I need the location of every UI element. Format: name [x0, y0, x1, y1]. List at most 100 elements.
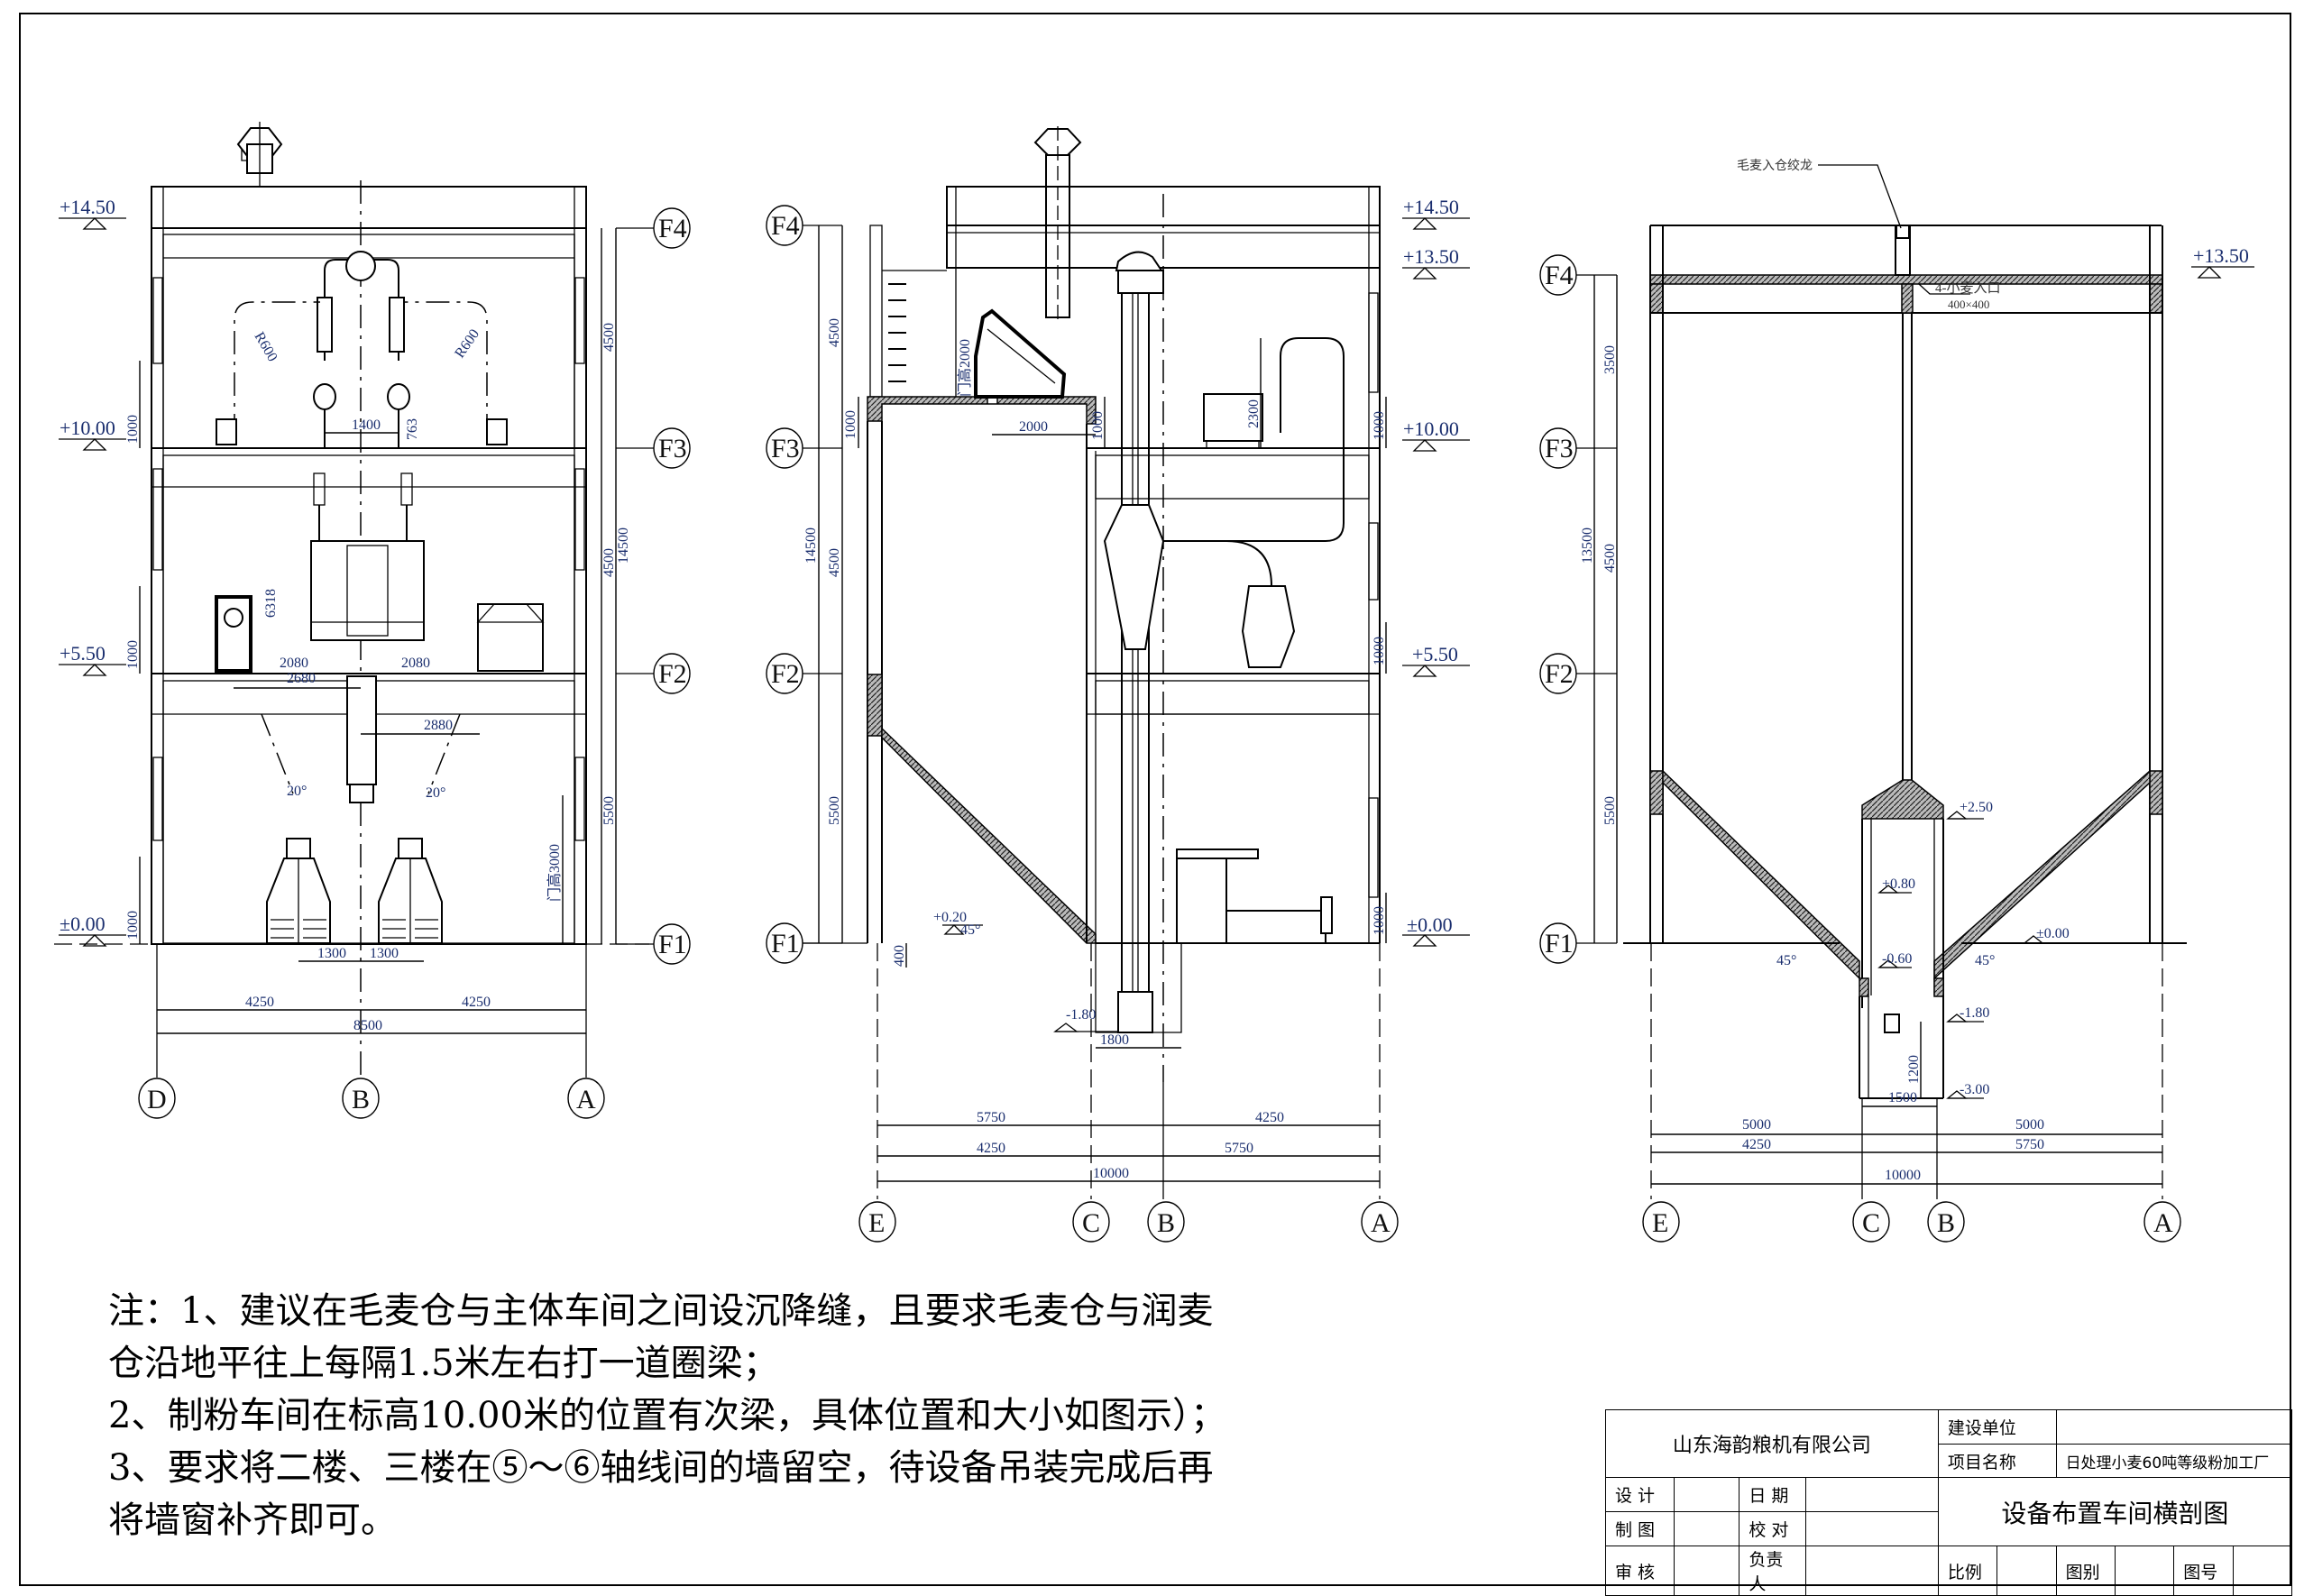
floor-axis-label: F1: [771, 929, 800, 959]
company-name: 山东海韵粮机有限公司: [1605, 1409, 1939, 1478]
dim-text: 1000: [1372, 637, 1387, 665]
level-label: -1.80: [1066, 1007, 1096, 1023]
dim-text: 1500: [1888, 1090, 1917, 1105]
dim-text: 4500: [827, 548, 842, 577]
grid-axis-label: C: [1082, 1208, 1100, 1238]
dim-text: 5000: [2015, 1117, 2044, 1133]
level-label: -1.80: [1960, 1005, 1989, 1021]
dim-text: 门高3000: [546, 844, 563, 902]
dim-text: 1000: [1090, 411, 1106, 440]
callout-conveyor: 毛麦入仓绞龙: [1737, 158, 1813, 173]
roof-vent-icon: [236, 122, 283, 187]
dim-text: 20°: [287, 784, 307, 799]
dim-text: 14500: [803, 527, 819, 564]
review-value: [1674, 1546, 1740, 1596]
dim-text: 45°: [1776, 953, 1796, 968]
note-line: 注：1、建议在毛麦仓与主体车间之间设沉降缝，且要求毛麦仓与润麦: [108, 1290, 1214, 1332]
dim-text: 2000: [1019, 419, 1048, 435]
level-label: ±0.00: [1407, 913, 1453, 936]
level-label: -3.00: [1960, 1082, 1989, 1097]
owner-value: [1804, 1546, 1939, 1596]
dim-text: 1300: [317, 946, 346, 961]
floor-axis-label: F2: [771, 659, 800, 689]
dim-text: 1000: [1372, 411, 1387, 440]
grid-axis-label: C: [1862, 1208, 1880, 1238]
floor-axis-label: F2: [658, 659, 687, 689]
level-label: +13.50: [2193, 244, 2249, 267]
dim-text: 1000: [843, 410, 858, 439]
floor-axis-bubbles-right: [1539, 254, 1617, 964]
dim-text: 2080: [401, 656, 430, 671]
project-value: 日处理小麦60吨等级粉加工厂: [2055, 1444, 2293, 1478]
check-label: 校 对: [1739, 1511, 1806, 1546]
dim-text: 2680: [287, 671, 316, 686]
level-label: ±0.00: [2036, 926, 2070, 941]
floor-axis-label: F4: [1545, 261, 1574, 290]
dim-text: 1800: [1100, 1032, 1129, 1048]
dim-text: 14500: [616, 527, 631, 564]
floor-axis-label: F3: [771, 434, 800, 463]
dim-text: 5750: [977, 1110, 1005, 1125]
scale-label: 比例: [1937, 1546, 1998, 1596]
dim-text: 8500: [353, 1018, 382, 1033]
level-label: +0.20: [933, 910, 967, 925]
notes: 注：1、建议在毛麦仓与主体车间之间设沉降缝，且要求毛麦仓与润麦 仓沿地平往上每隔…: [108, 1285, 1416, 1546]
note-line: 2、制粉车间在标高10.00米的位置有次梁，具体位置和大小如图示）；: [108, 1395, 1226, 1436]
dim-text: 1000: [125, 640, 141, 669]
dim-text: 5500: [827, 796, 842, 825]
dim-text: R600: [452, 326, 482, 361]
project-label: 项目名称: [1937, 1444, 2057, 1478]
sheet-border: [19, 13, 2291, 1586]
floor-axis-label: F1: [658, 930, 687, 959]
dim-text: 1400: [352, 417, 381, 433]
dim-text: 4500: [827, 318, 842, 347]
number-label: 图号: [2173, 1546, 2234, 1596]
dim-text: 2300: [1246, 399, 1262, 428]
dim-text: 5750: [2015, 1137, 2044, 1152]
dim-text: 5500: [601, 796, 617, 825]
design-label: 设 计: [1604, 1477, 1675, 1512]
level-label: +5.50: [1412, 643, 1458, 665]
grid-axis-label: A: [576, 1085, 596, 1114]
title-block: 山东海韵粮机有限公司 建设单位 项目名称 日处理小麦60吨等级粉加工厂 设 计 …: [1604, 1409, 2293, 1596]
bucket-elevator: [1115, 251, 1164, 1033]
right-section: 毛麦入仓绞龙 4-小麦入口 400×400 +13.50 +2.50 +0.80…: [1539, 158, 2254, 1243]
client-value: [2055, 1409, 2293, 1445]
draw-label: 制 图: [1604, 1511, 1675, 1546]
level-label: +2.50: [1960, 800, 1993, 815]
dim-text: 1200: [1906, 1055, 1922, 1084]
stair-treads: [888, 283, 906, 382]
dim-text: 2080: [280, 656, 308, 671]
dim-text: 20°: [426, 785, 445, 801]
level-label: +5.50: [60, 642, 106, 665]
grid-axis-label: B: [1937, 1208, 1955, 1238]
dim-text: 6318: [263, 589, 279, 618]
grid-axis-label: B: [352, 1085, 370, 1114]
floor-axis-label: F2: [1545, 659, 1574, 689]
level-label: +14.50: [1403, 196, 1459, 218]
floor-axis-label: F3: [658, 434, 687, 463]
check-value: [1804, 1511, 1939, 1546]
level-label: +13.50: [1403, 245, 1459, 268]
scale-value: [1996, 1546, 2057, 1596]
dim-text: 门高2000: [957, 339, 973, 397]
dim-text: 2880: [424, 718, 453, 733]
dim-text: 4250: [245, 995, 274, 1010]
floor-axis-label: F1: [1545, 929, 1574, 959]
level-label: +10.00: [1403, 417, 1459, 440]
level-label: -0.60: [1882, 951, 1912, 967]
level-marks-right: [1877, 266, 2254, 1099]
grid-axis-label: B: [1157, 1208, 1175, 1238]
client-label: 建设单位: [1937, 1409, 2057, 1445]
middle-section: +14.50 +13.50 +10.00 +5.50 ±0.00 +0.20 -…: [766, 126, 1470, 1243]
dim-text: 4500: [601, 323, 617, 352]
callout-inlet: 4-小麦入口: [1935, 280, 2001, 296]
dim-text: 13500: [1580, 527, 1595, 564]
floor-axis-label: F3: [1545, 434, 1574, 463]
dim-text: 5750: [1225, 1141, 1253, 1156]
level-label: ±0.00: [60, 913, 106, 935]
category-value: [2114, 1546, 2175, 1596]
dim-text: 3500: [1602, 345, 1618, 374]
date-value: [1804, 1477, 1939, 1512]
